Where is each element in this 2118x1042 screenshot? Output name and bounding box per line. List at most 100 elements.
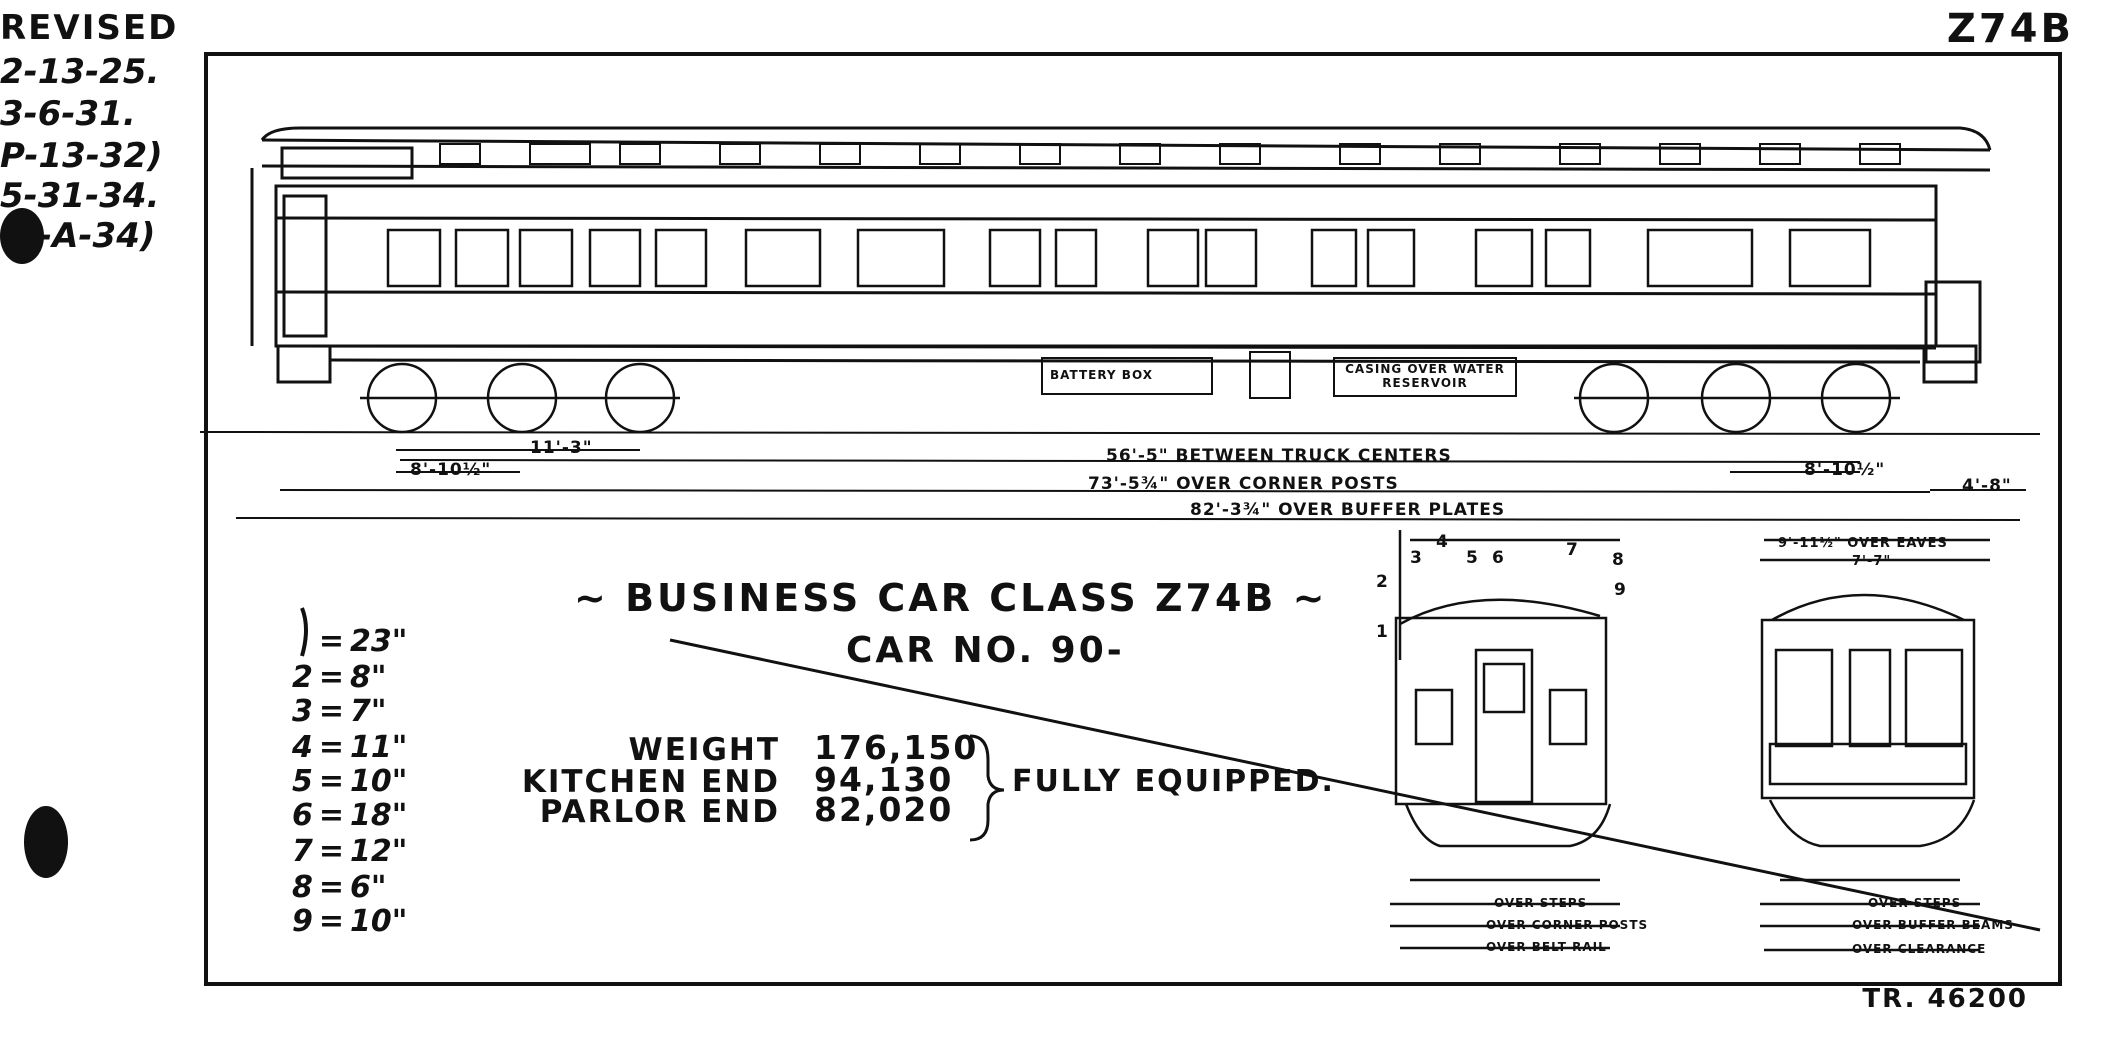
legend-item-9: 9=10" (292, 904, 407, 939)
legend-item-7: 7=12" (292, 834, 407, 869)
casing-label: CASING OVER WATER RESERVOIR (1345, 362, 1505, 390)
legend-number: 7 (292, 834, 313, 869)
legend-equals: = (318, 798, 345, 833)
callout-9: 9 (1614, 580, 1627, 600)
battery-box-label: BATTERY BOX (1050, 368, 1153, 382)
clerestory-windows (439, 143, 1901, 165)
vestibule-right (1924, 280, 1982, 364)
legend-number: 2 (292, 660, 313, 695)
vestibule-left (282, 194, 328, 338)
truck-wheelbase-right: 8'-10½" (1804, 460, 1886, 480)
end-overhang-label: 4'-8" (1962, 476, 2012, 496)
eaves-label: 9'-11½" OVER EAVES (1778, 536, 1948, 551)
legend-value: 11" (350, 730, 408, 765)
callout-5: 5 (1466, 548, 1479, 568)
steps-right (1922, 344, 1978, 384)
left-dim-belt-rail: OVER BELT RAIL (1486, 940, 1607, 954)
legend-item-8: 8=6" (292, 870, 387, 905)
end-view-left (1390, 530, 1620, 950)
callout-2: 2 (1376, 572, 1389, 592)
legend-item-4: 4=11" (292, 730, 407, 765)
legend-value: 8" (350, 660, 387, 695)
callout-1: 1 (1376, 622, 1389, 642)
left-dim-corner-posts: OVER CORNER POSTS (1486, 918, 1649, 932)
drawing-frame (204, 52, 2062, 986)
trucks (360, 362, 1900, 434)
legend-value: 6" (350, 870, 387, 905)
steps-left (276, 344, 332, 384)
weights-brace (969, 734, 1005, 842)
fully-equipped-note: FULLY EQUIPPED. (1012, 764, 1335, 799)
legend-item-3: 3=7" (292, 694, 387, 729)
right-dim-steps: OVER STEPS (1868, 896, 1962, 910)
callout-3: 3 (1410, 548, 1423, 568)
kitchen-end-value: 94,130 (814, 760, 954, 799)
legend-value: 12" (350, 834, 408, 869)
corner-posts-label: 73'-5¾" OVER CORNER POSTS (1088, 474, 1399, 494)
legend-number: 9 (292, 904, 313, 939)
ink-blot-top (0, 208, 44, 264)
callout-6: 6 (1492, 548, 1505, 568)
car-body (274, 184, 1938, 348)
weight-value: 176,150 (814, 728, 979, 767)
legend-equals: = (318, 764, 345, 799)
ink-blot-left (24, 806, 68, 878)
legend-number: 8 (292, 870, 313, 905)
legend-item-5: 5=10" (292, 764, 407, 799)
legend-item-1: 1=23" (292, 624, 408, 659)
legend-item-6: 6=18" (292, 798, 407, 833)
kitchen-end-label: KITCHEN END (521, 764, 780, 800)
legend-equals: = (318, 834, 345, 869)
legend-value: 18" (350, 798, 408, 833)
legend-value: 7" (350, 694, 387, 729)
roof-lower (261, 164, 1991, 172)
parlor-end-value: 82,020 (814, 790, 954, 829)
end-view-right (1760, 538, 1990, 952)
roof-panel (280, 146, 414, 180)
belt-rail (275, 290, 1937, 296)
roof-outline (260, 126, 1992, 151)
callout-7: 7 (1566, 540, 1579, 560)
revision-date-2: 3-6-31. (0, 94, 136, 134)
legend-item-2: 2=8" (292, 660, 387, 695)
drawing-number: TR. 46200 (1862, 984, 2028, 1014)
legend-equals: = (318, 904, 345, 939)
left-dim-steps: OVER STEPS (1494, 896, 1588, 910)
revised-label: REVISED (0, 8, 179, 48)
right-dim-buffer-beams: OVER BUFFER BEAMS (1852, 918, 2014, 932)
buffer-plates-label: 82'-3¾" OVER BUFFER PLATES (1190, 500, 1506, 520)
legend-equals: = (318, 660, 345, 695)
right-dim-clearance: OVER CLEARANCE (1852, 942, 1987, 956)
revision-date-3: P-13-32) (0, 136, 163, 176)
axle-spacing-label: 11'-3" (530, 438, 593, 458)
revision-date-1: 2-13-25. (0, 52, 160, 92)
legend-number: 4 (292, 730, 313, 765)
legend-value: 23" (350, 624, 408, 659)
car-number: CAR NO. 90- (846, 630, 1125, 671)
legend-value: 10" (350, 764, 408, 799)
legend-equals: = (318, 694, 345, 729)
side-windows (386, 228, 1872, 288)
weight-label: WEIGHT (628, 732, 780, 768)
legend-marker (300, 607, 308, 657)
class-code-label: Z74B (1946, 6, 2074, 52)
letterboard-line (275, 216, 1937, 222)
legend-number: 3 (292, 694, 313, 729)
callout-8: 8 (1612, 550, 1625, 570)
truck-wheelbase-left: 8'-10½" (410, 460, 492, 480)
legend-equals: = (318, 730, 345, 765)
drawing-title: ~ BUSINESS CAR CLASS Z74B ~ (574, 576, 1328, 620)
battery-box (1041, 357, 1213, 395)
rail-line (199, 431, 2041, 435)
crack-line (669, 638, 2041, 932)
parlor-end-label: PARLOR END (539, 794, 780, 830)
revision-date-5: -A-34) (38, 216, 156, 256)
side-elevation (199, 126, 2041, 435)
sill-line (275, 344, 1937, 350)
legend-number: 6 (292, 798, 313, 833)
underframe (329, 358, 1921, 364)
legend-number: 5 (292, 764, 313, 799)
water-reservoir-casing (1333, 357, 1517, 397)
legend-equals: = (318, 870, 345, 905)
